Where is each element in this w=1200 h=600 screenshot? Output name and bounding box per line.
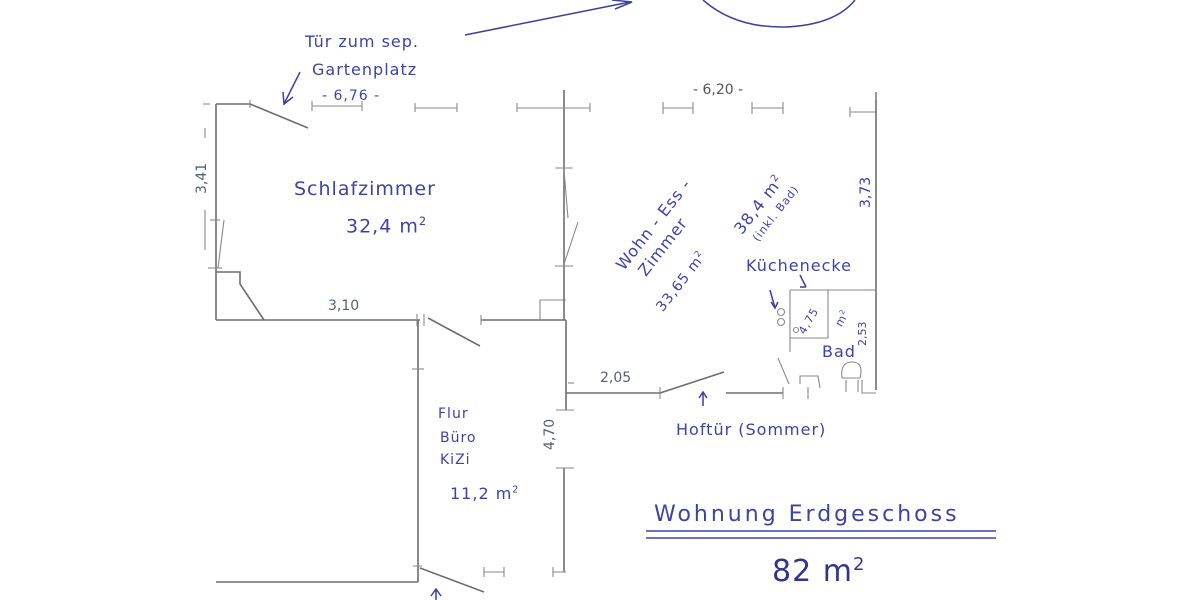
dimension-hall-height: 4,70	[542, 418, 558, 450]
hall-walls	[216, 320, 574, 593]
total-area: 82 m2	[772, 554, 866, 589]
title-underline	[646, 530, 996, 539]
dimension-top-left: - 6,76 -	[322, 88, 381, 104]
kitchen-arrow-icon	[769, 274, 807, 310]
garden-door-label-line1: Tür zum sep.	[305, 32, 420, 51]
bedroom-walls	[203, 90, 591, 347]
dimension-right-lower: 2,53	[856, 321, 869, 347]
dimension-top-right: - 6,20 -	[693, 82, 744, 98]
stove-icon	[776, 307, 800, 334]
dimension-bedroom-bottom: 3,10	[328, 298, 360, 314]
bedroom-name: Schlafzimmer	[294, 178, 436, 200]
dimension-left-height: 3,41	[194, 162, 210, 194]
hall-name-line2: Büro	[440, 430, 477, 446]
top-arrow-icon	[464, 0, 633, 36]
hall-area: 11,2 m2	[450, 484, 520, 503]
kitchen-label: Küchenecke	[746, 256, 852, 275]
garden-ellipse	[702, 0, 856, 28]
plan-title: Wohnung Erdgeschoss	[654, 502, 960, 527]
courtyard-door-label: Hoftür (Sommer)	[676, 420, 827, 439]
garden-door-arrow-icon	[282, 71, 301, 106]
bath-label: Bad	[822, 342, 856, 361]
dimension-courtyard-wall: 2,05	[600, 370, 632, 386]
hall-name-line1: Flur	[438, 406, 469, 422]
entry-arrow-icon	[430, 587, 442, 600]
garden-door-label-line2: Gartenplatz	[312, 60, 418, 79]
living-walls	[556, 92, 877, 411]
courtyard-door-arrow-icon	[698, 390, 708, 406]
bedroom-area: 32,4 m2	[346, 214, 428, 238]
dimension-right-upper: 3,73	[858, 176, 874, 208]
hall-name-line3: KiZi	[440, 452, 471, 468]
